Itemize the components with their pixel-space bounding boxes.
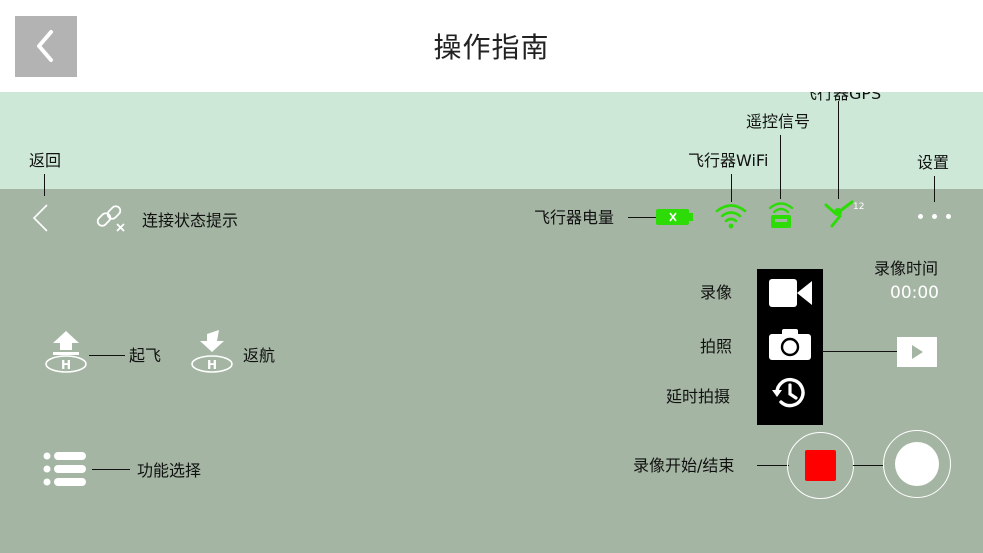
annotation-band [0, 92, 983, 189]
camera-mode-panel [757, 269, 823, 425]
shutter-button[interactable] [883, 430, 951, 498]
gps-satellite-count: 12 [853, 202, 865, 212]
timelapse-mode-label: 延时拍摄 [666, 387, 731, 406]
svg-text:H: H [207, 358, 217, 372]
record-mode-label: 录像 [700, 283, 733, 302]
record-button[interactable] [787, 432, 854, 499]
remote-signal-icon [768, 202, 794, 228]
gps-annotation-label: 飞行器GPS [801, 92, 882, 103]
more-dots-icon [913, 208, 957, 224]
svg-text:H: H [61, 358, 71, 372]
function-select-label: 功能选择 [137, 461, 202, 480]
back-annotation-label: 返回 [29, 151, 62, 170]
gps-annotation-line [838, 101, 839, 199]
battery-icon [656, 209, 693, 225]
remote-signal-annotation-label: 遥控信号 [746, 112, 811, 131]
return-home-label: 返航 [243, 346, 276, 365]
battery-annotation-line [628, 217, 656, 218]
gps-annotation-clip: 飞行器GPS [790, 92, 910, 104]
record-annotation-line [757, 465, 789, 466]
remote-signal-annotation-line [780, 135, 781, 199]
header-back-button[interactable] [15, 16, 77, 77]
page-title: 操作指南 [433, 31, 550, 64]
preview-area [0, 189, 983, 553]
record-start-stop-label: 录像开始/结束 [633, 456, 735, 475]
back-annotation-line [44, 174, 45, 196]
return-home-icon[interactable]: H [189, 330, 235, 374]
photo-mode-label: 拍照 [700, 337, 733, 356]
record-time-value: 00:00 [890, 283, 939, 303]
connection-status-hint: 连接状态提示 [142, 211, 239, 230]
wifi-icon [715, 204, 747, 229]
timelapse-icon[interactable] [772, 375, 808, 411]
video-camera-icon[interactable] [769, 278, 813, 308]
record-time-label: 录像时间 [874, 259, 939, 278]
playback-annotation-line [822, 351, 898, 352]
wifi-annotation-line [731, 174, 732, 202]
takeoff-annotation-line [89, 355, 125, 356]
function-annotation-line [92, 469, 130, 470]
status-back-chevron-icon[interactable] [31, 203, 51, 233]
link-broken-icon [96, 205, 125, 232]
wifi-annotation-label: 飞行器WiFi [688, 151, 769, 170]
takeoff-icon[interactable]: H [43, 330, 89, 374]
settings-more-button[interactable] [913, 208, 957, 224]
settings-annotation-line [934, 176, 935, 202]
shutter-inner-circle [895, 442, 939, 486]
settings-annotation-label: 设置 [917, 153, 950, 172]
gps-satellite-icon [824, 200, 854, 228]
chevron-left-icon [37, 30, 53, 62]
shutter-connector-line [853, 465, 883, 466]
photo-camera-icon[interactable] [769, 328, 811, 360]
playback-icon[interactable] [897, 337, 937, 367]
takeoff-label: 起飞 [129, 346, 162, 365]
battery-annotation-label: 飞行器电量 [534, 208, 615, 227]
function-list-icon[interactable] [42, 451, 90, 487]
header-bar [0, 0, 983, 92]
record-stop-icon [805, 450, 836, 481]
